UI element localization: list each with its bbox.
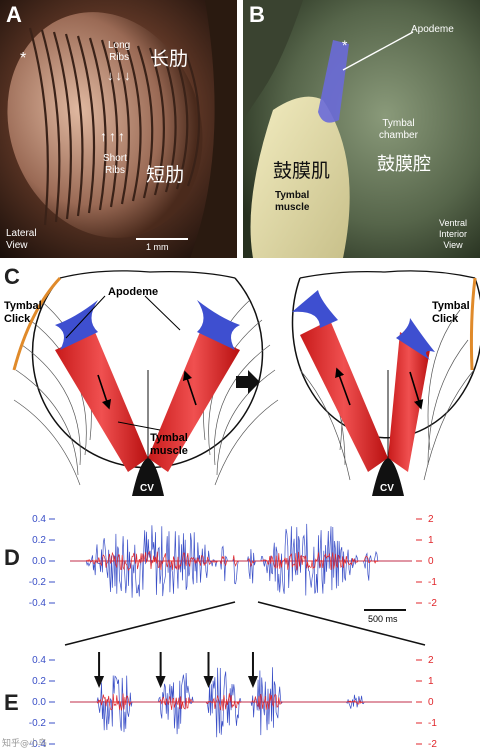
label-ventral-view: Ventral Interior View — [439, 218, 468, 250]
panel-a-asterisk: * — [20, 50, 27, 67]
cn-label-long-ribs: 长肋 — [150, 48, 189, 70]
label-long-ribs: Long Ribs — [108, 40, 131, 63]
zoom-lines — [64, 601, 426, 646]
chart-e-click-arrowhead — [247, 676, 258, 688]
chart-e-left-tick: 0.2 — [32, 676, 46, 687]
transition-arrow — [236, 370, 260, 394]
cn-label-tymbal-chamber: 鼓膜腔 — [377, 154, 431, 175]
tymbal-mechanism-diagram — [12, 270, 480, 496]
chart-e-right-tick: -1 — [428, 718, 437, 729]
label-short-ribs: Short Ribs — [103, 153, 127, 176]
chart-d-left-tick: -0.4 — [29, 598, 47, 609]
panel-b-asterisk: * — [342, 37, 348, 53]
chart-d-right-tick: -1 — [428, 577, 437, 588]
diagram-left — [12, 270, 279, 496]
chart-e-right-tick: 0 — [428, 697, 434, 708]
chart-d-right-tick: -2 — [428, 598, 437, 609]
panel-a-letter: A — [6, 2, 22, 27]
chart-e-click-arrowhead — [203, 676, 214, 688]
label-tymbal-click-left: Tymbal Click — [4, 300, 42, 325]
chart-d-right-tick: 2 — [428, 514, 434, 525]
chart-e-left-tick: 0.4 — [32, 655, 46, 666]
chart-d-right-tick: 1 — [428, 535, 434, 546]
short-rib-arrows: ↑↑↑ — [100, 128, 127, 144]
chart-e-click-arrowhead — [155, 676, 166, 688]
scale-label-d: 500 ms — [368, 614, 398, 624]
label-lateral-view: Lateral View — [6, 228, 37, 251]
scale-bar-a — [136, 238, 188, 240]
chart-e-right-tick: 2 — [428, 655, 434, 666]
watermark: 知乎@小鸟 — [2, 739, 48, 749]
label-cv-right: CV — [380, 483, 394, 494]
chart-e-click-arrowhead — [94, 676, 105, 688]
chart-e-left-tick: -0.4 — [29, 739, 47, 750]
chart-d-left-tick: 0.2 — [32, 535, 46, 546]
label-tymbal-chamber: Tymbal chamber — [379, 118, 418, 141]
label-tymbal-muscle-b: Tymbal muscle — [275, 190, 310, 213]
label-apodeme-b: Apodeme — [411, 24, 454, 35]
chart-e-waveform: 0.4 0.2 0.0 -0.2 -0.4 2 1 0 -1 -2 — [29, 652, 437, 750]
label-tymbal-muscle-c: Tymbal muscle — [150, 432, 188, 457]
chart-e-right-tick: -2 — [428, 739, 437, 750]
panel-c-letter: C — [4, 264, 20, 289]
chart-d-right-tick: 0 — [428, 556, 434, 567]
label-apodeme-c: Apodeme — [108, 286, 159, 298]
label-cv-left: CV — [140, 483, 154, 494]
chart-e-left-tick: 0.0 — [32, 697, 46, 708]
panel-d-letter: D — [4, 545, 20, 570]
diagram-right — [291, 270, 480, 496]
chart-d-left-tick: 0.4 — [32, 514, 46, 525]
chart-e-left-tick: -0.2 — [29, 718, 47, 729]
chart-e-red-series — [70, 693, 412, 711]
cn-label-tymbal-muscle: 鼓膜肌 — [273, 160, 331, 182]
chart-d-red-series — [70, 550, 412, 572]
chart-e-right-tick: 1 — [428, 676, 434, 687]
panel-e-letter: E — [4, 690, 19, 715]
scale-bar-d — [364, 609, 406, 611]
tymbal-chamber-photo — [243, 0, 480, 258]
panel-a-photo: A * Long Ribs ↓↓↓ 长肋 ↑↑↑ Short Ribs 短肋 L… — [0, 0, 237, 258]
cicada-tymbal-photo — [0, 0, 237, 258]
cn-label-short-ribs: 短肋 — [146, 164, 185, 186]
panel-b-letter: B — [249, 2, 265, 27]
label-tymbal-click-right: Tymbal Click — [432, 300, 470, 325]
chart-d-waveform: 0.4 0.2 0.0 -0.2 -0.4 2 1 0 -1 -2 — [29, 514, 438, 609]
scale-label-a: 1 mm — [146, 242, 169, 252]
chart-d-left-tick: -0.2 — [29, 577, 47, 588]
long-rib-arrows: ↓↓↓ — [107, 68, 133, 83]
panel-b-photo: B * Apodeme Tymbal chamber 鼓膜腔 鼓膜肌 Tymba… — [243, 0, 480, 258]
chart-d-left-tick: 0.0 — [32, 556, 46, 567]
